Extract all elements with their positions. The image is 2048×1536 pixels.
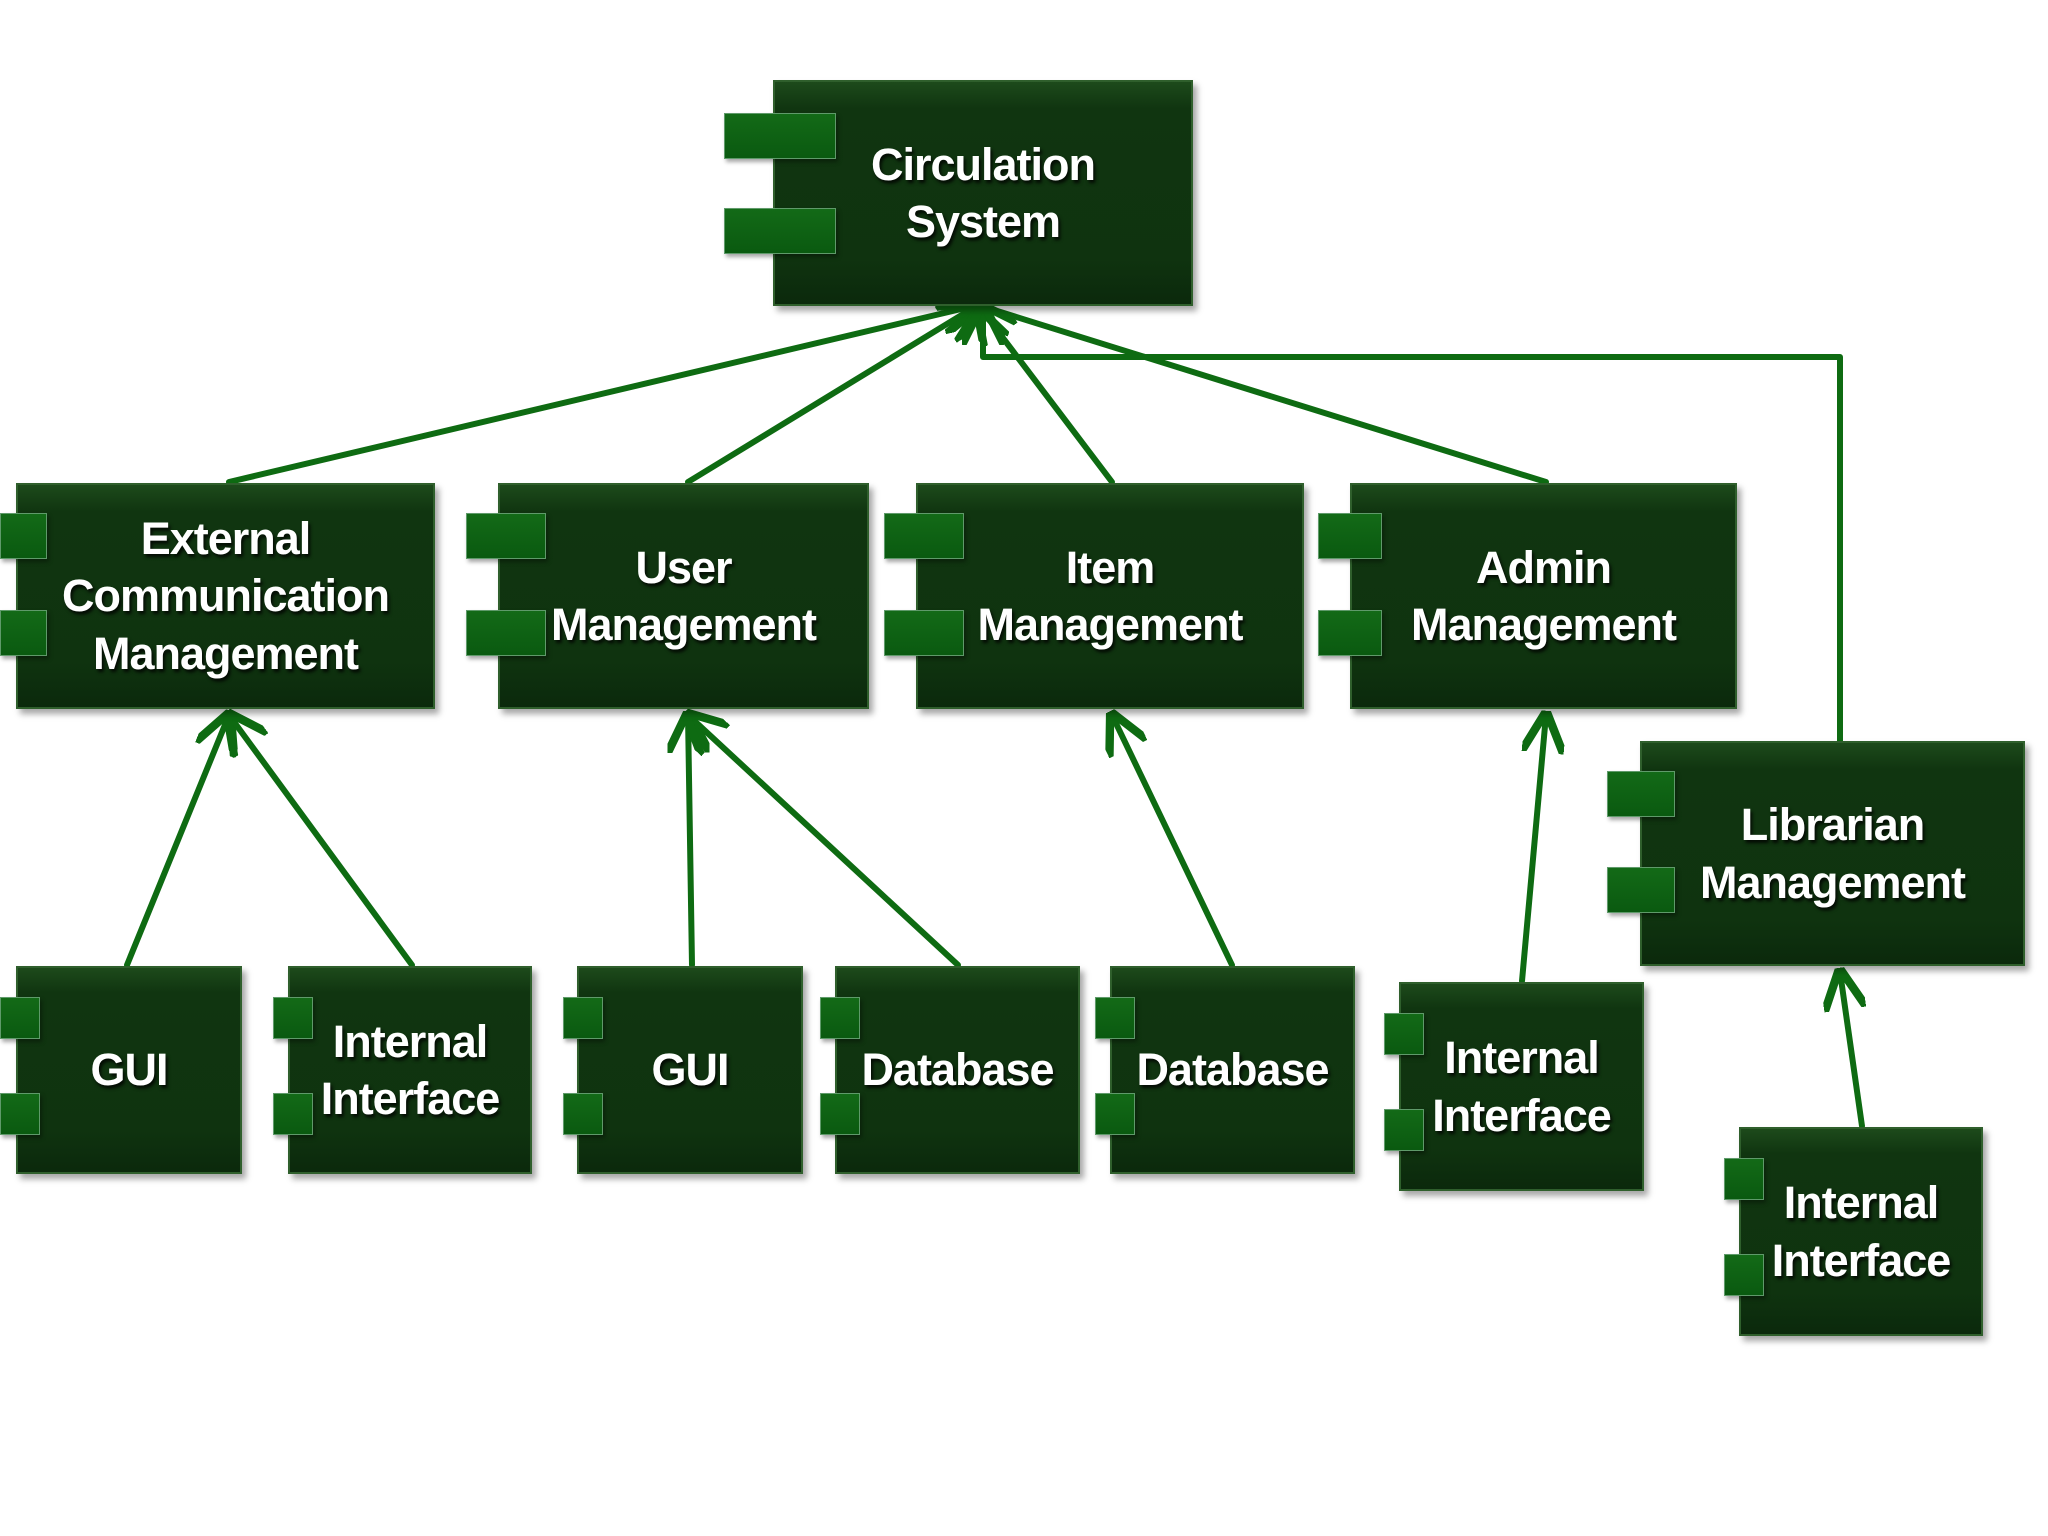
component-port-icon <box>0 610 47 656</box>
label-line: Database <box>1136 1044 1329 1096</box>
component-internal-interface[interactable]: Internal Interface <box>1739 1127 1983 1336</box>
component-port-icon <box>820 997 860 1039</box>
component-label: Database <box>1136 1041 1329 1098</box>
connector-librarian-to-circulation <box>983 307 1843 744</box>
component-port-icon <box>563 997 603 1039</box>
component-external-communication-management[interactable]: External Communication Management <box>16 483 435 709</box>
label-line: External <box>140 513 312 565</box>
component-label: Librarian Management <box>1699 796 1966 910</box>
component-port-icon <box>1384 1013 1424 1055</box>
component-circulation-system[interactable]: Circulation System <box>773 80 1193 306</box>
label-line: Circulation <box>870 138 1096 190</box>
component-librarian-management[interactable]: Librarian Management <box>1640 741 2025 966</box>
component-port-icon <box>0 1093 40 1135</box>
label-line: Management <box>977 599 1243 650</box>
component-item-management[interactable]: Item Management <box>916 483 1304 709</box>
component-port-icon <box>273 1093 313 1135</box>
label-line: Interface <box>1432 1089 1612 1141</box>
component-label: Internal Interface <box>1771 1174 1952 1288</box>
component-port-icon <box>1607 867 1675 913</box>
component-port-icon <box>1724 1158 1764 1200</box>
component-port-icon <box>1384 1109 1424 1151</box>
label-line: Internal <box>332 1015 489 1067</box>
component-port-icon <box>1724 1254 1764 1296</box>
component-port-icon <box>884 513 964 559</box>
component-port-icon <box>0 997 40 1039</box>
component-internal-interface[interactable]: Internal Interface <box>288 966 532 1174</box>
component-label: External Communication Management <box>61 510 390 681</box>
component-label: GUI <box>651 1041 729 1098</box>
component-port-icon <box>0 513 47 559</box>
component-gui[interactable]: GUI <box>16 966 242 1174</box>
component-label: Circulation System <box>870 136 1096 250</box>
component-label: Admin Management <box>1410 539 1677 653</box>
connector-internal1-to-external <box>229 715 415 968</box>
component-port-icon <box>724 113 836 159</box>
component-label: Item Management <box>977 539 1243 653</box>
component-port-icon <box>563 1093 603 1135</box>
connector-internal3-to-librarian <box>1840 972 1862 1129</box>
component-port-icon <box>1318 513 1382 559</box>
label-line: User <box>635 541 732 593</box>
label-line: Librarian <box>1740 799 1926 851</box>
connector-external-to-circulation <box>226 305 978 485</box>
component-port-icon <box>724 208 836 254</box>
label-line: Management <box>92 627 359 679</box>
component-port-icon <box>466 610 546 656</box>
label-line: GUI <box>90 1044 168 1096</box>
component-gui[interactable]: GUI <box>577 966 803 1174</box>
connector-gui2-to-user <box>688 715 692 968</box>
component-port-icon <box>1318 610 1382 656</box>
connector-database1-to-user <box>688 715 961 968</box>
label-line: Database <box>861 1044 1054 1096</box>
component-admin-management[interactable]: Admin Management <box>1350 483 1737 709</box>
connector-gui1-to-external <box>124 715 229 968</box>
component-port-icon <box>466 513 546 559</box>
component-label: GUI <box>90 1041 168 1098</box>
label-line: Internal <box>1444 1032 1600 1084</box>
connector-user-to-circulation <box>685 305 978 485</box>
component-port-icon <box>1095 997 1135 1039</box>
connector-item-to-circulation <box>978 305 1115 485</box>
component-database[interactable]: Database <box>1110 966 1355 1174</box>
component-label: User Management <box>550 539 817 653</box>
connector-internal2-to-admin <box>1519 715 1546 984</box>
connector-database2-to-item <box>1112 715 1235 968</box>
label-line: Admin <box>1476 541 1612 593</box>
component-port-icon <box>273 997 313 1039</box>
component-label: Internal Interface <box>320 1013 501 1127</box>
label-line: Interface <box>320 1073 501 1124</box>
component-port-icon <box>820 1093 860 1135</box>
label-line: Management <box>550 599 817 650</box>
component-port-icon <box>1607 771 1675 817</box>
label-line: GUI <box>651 1044 729 1096</box>
label-line: System <box>905 196 1061 247</box>
label-line: Management <box>1410 599 1677 650</box>
component-label: Internal Interface <box>1432 1029 1612 1143</box>
label-line: Item <box>1065 541 1156 593</box>
label-line: Interface <box>1771 1234 1952 1286</box>
component-internal-interface[interactable]: Internal Interface <box>1399 982 1644 1191</box>
component-database[interactable]: Database <box>835 966 1080 1174</box>
label-line: Management <box>1699 856 1966 908</box>
label-line: Communication <box>61 570 390 622</box>
connector-admin-to-circulation <box>978 305 1549 485</box>
component-user-management[interactable]: User Management <box>498 483 869 709</box>
component-port-icon <box>884 610 964 656</box>
component-port-icon <box>1095 1093 1135 1135</box>
label-line: Internal <box>1783 1177 1940 1229</box>
component-label: Database <box>861 1041 1054 1098</box>
